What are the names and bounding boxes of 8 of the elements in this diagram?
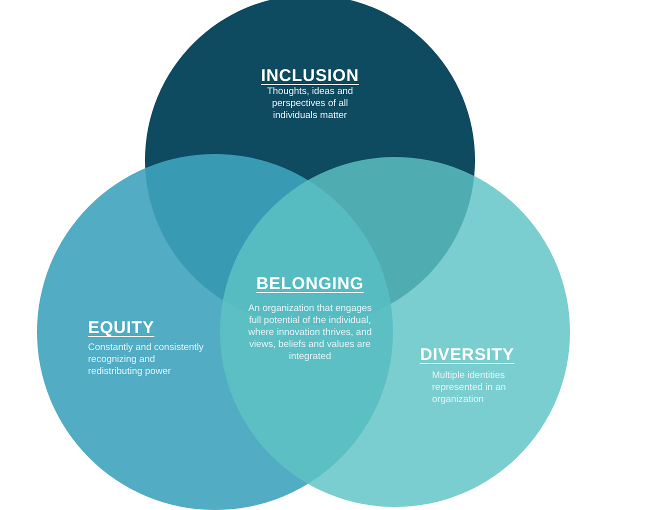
section-heading: INCLUSION (261, 66, 359, 86)
description-text: An organization that engages full potential of the individual, where innovation thrives, and views, beliefs and values are integrated (247, 303, 373, 363)
description-text: Constantly and consistently recognizing and redistributing power (88, 342, 205, 378)
description-text: Multiple identities represented in an organization (432, 370, 507, 406)
description-text: Thoughts, ideas and perspectives of all individuals matter (266, 86, 354, 122)
section-heading: DIVERSITY (420, 345, 514, 365)
section-heading: BELONGING (256, 274, 364, 294)
section-heading: EQUITY (88, 318, 154, 338)
